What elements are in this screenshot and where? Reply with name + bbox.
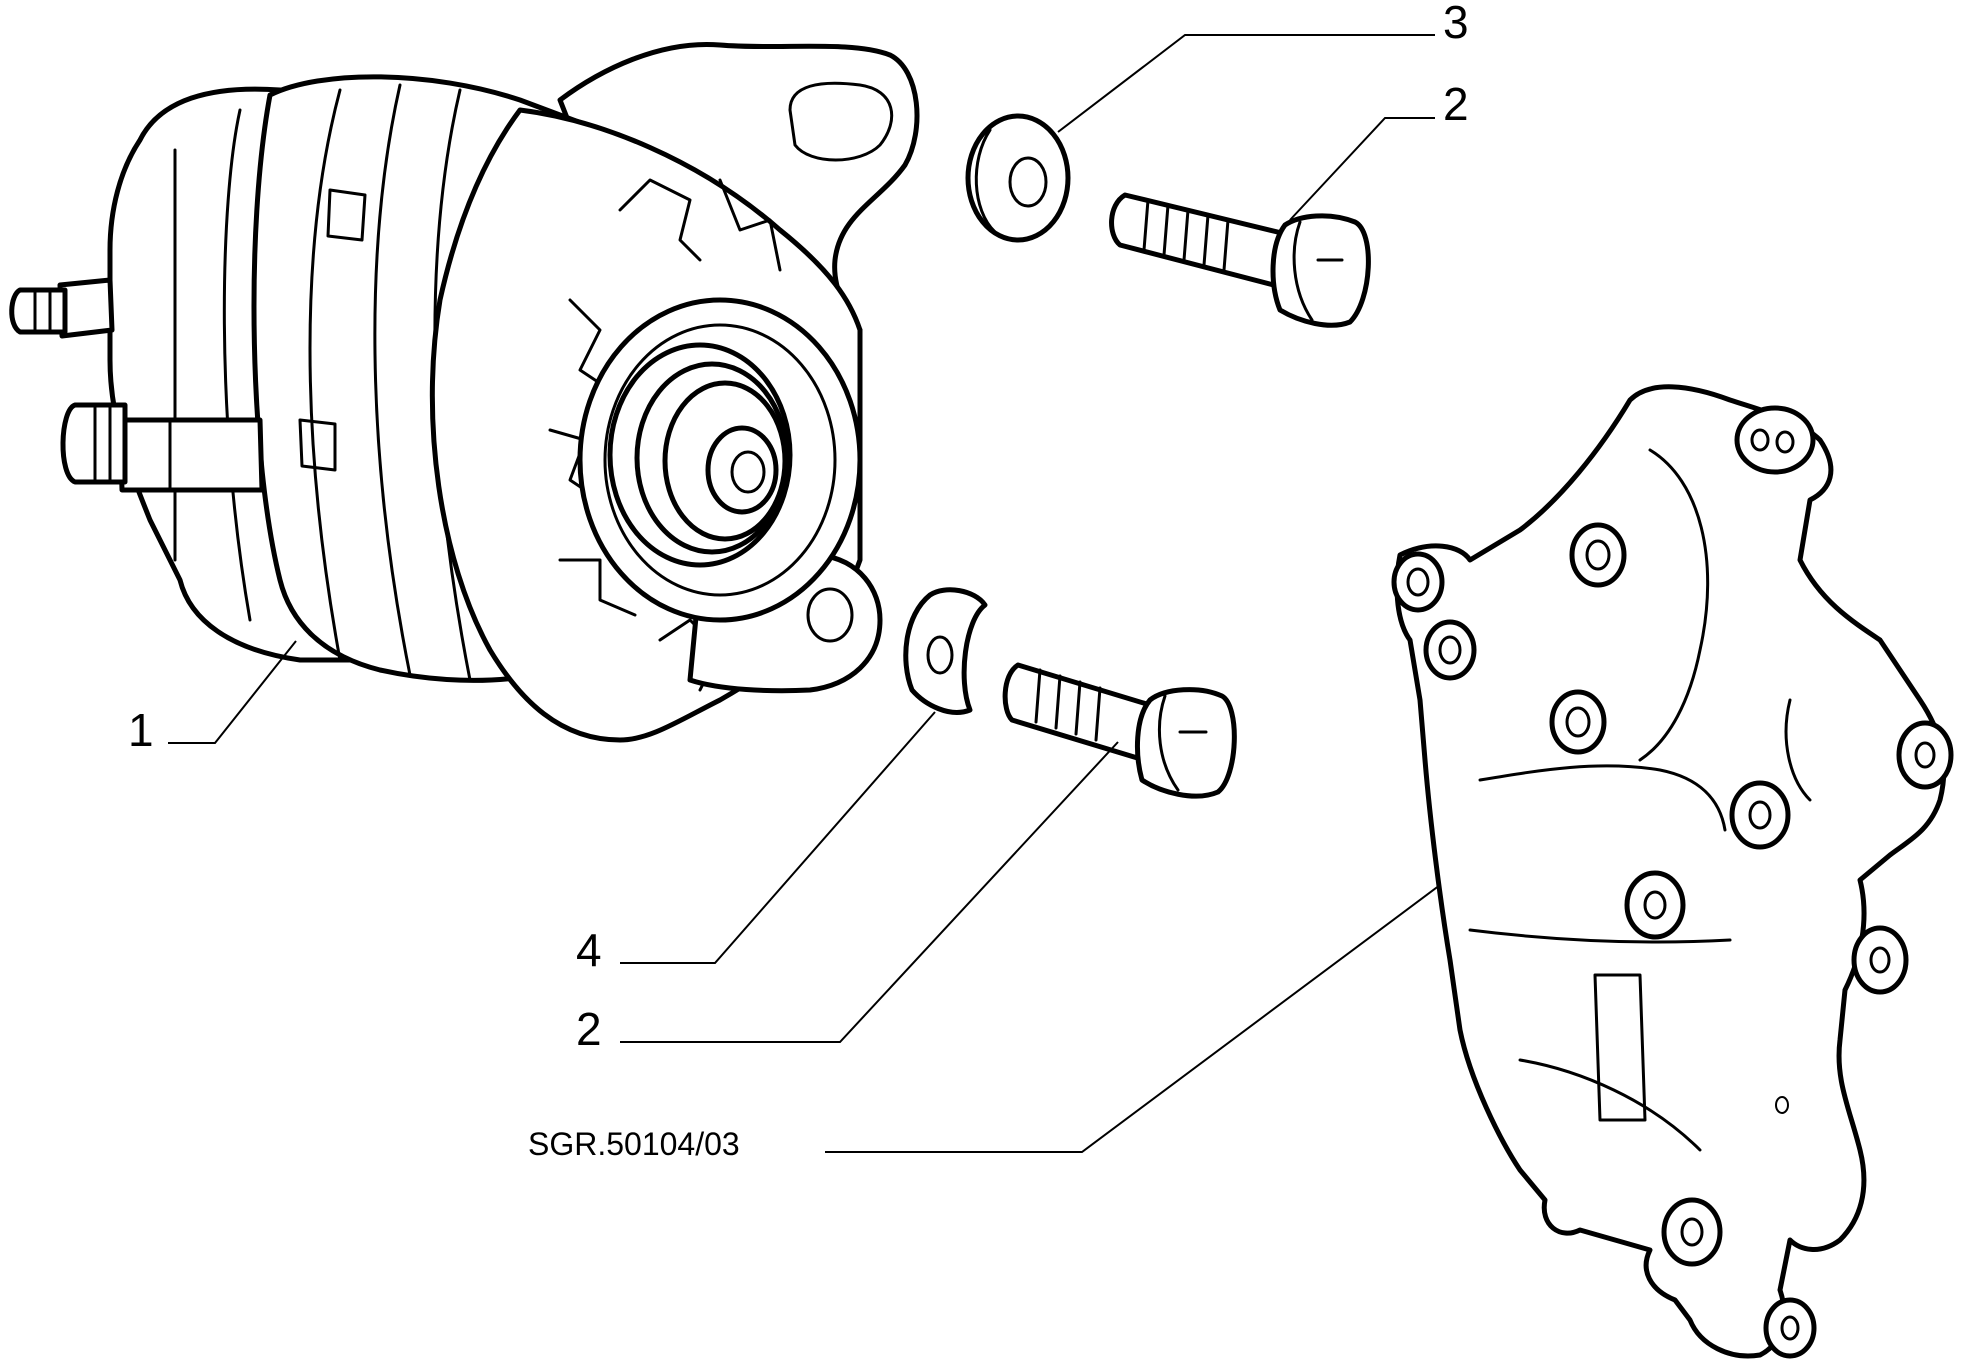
callout-2-upper: 2: [1443, 78, 1469, 130]
leader-lines: [168, 34, 1441, 1153]
spacer-hole: [926, 635, 954, 675]
bracket-boss-center: [1549, 689, 1607, 755]
cooling-fin-1: [618, 178, 702, 262]
leader-2-lower: [620, 741, 1119, 1043]
callout-2-lower: 2: [576, 1003, 602, 1055]
leader-3: [1057, 34, 1435, 133]
bracket-boss-left-mid: [1423, 619, 1477, 681]
callout-3: 3: [1443, 0, 1469, 48]
ear-slot: [788, 81, 894, 162]
callout-1: 1: [128, 704, 154, 756]
upper-bolt-head: [1270, 213, 1371, 328]
cooling-fin-6: [718, 178, 782, 272]
washer-inner: [1008, 156, 1048, 208]
lower-ear-hole: [806, 587, 854, 643]
upper-bolt: [1109, 192, 1371, 328]
bracket-boss-mid-right: [1729, 780, 1791, 850]
rear-housing-rib-2: [222, 108, 252, 622]
reference-code: SGR.50104/03: [528, 1126, 740, 1162]
callout-labels: 1 3 2 4 2 SGR.50104/03: [128, 0, 1469, 1162]
bracket-small-hole: [1775, 1096, 1789, 1114]
bracket-boss-top-right: [1734, 405, 1816, 475]
bracket-boss-upper-center: [1569, 522, 1627, 588]
lower-spacer: [903, 587, 988, 715]
bracket-body: [1394, 384, 1947, 1359]
stator-line-2: [373, 83, 412, 677]
bracket-boss-lower-left: [1624, 870, 1686, 940]
bracket-boss-bottom: [1763, 1297, 1817, 1359]
cooling-fin-2: [568, 298, 612, 392]
washer-outer: [965, 113, 1071, 243]
rear-terminal-lower: [60, 402, 265, 493]
alternator: [9, 41, 920, 743]
bracket-boss-bottom-left: [1661, 1197, 1723, 1267]
bracket-rib: [1784, 698, 1812, 802]
bracket-web-3: [1518, 1058, 1702, 1152]
bracket-web-1: [1478, 764, 1727, 832]
pulley-nut: [730, 450, 766, 494]
leader-4: [620, 711, 936, 964]
stator-tab-2: [298, 418, 337, 472]
cooling-fin-4: [558, 558, 637, 617]
stator-line-1: [308, 88, 342, 662]
bracket-boss-left-top: [1391, 551, 1445, 613]
pulley-hub: [705, 425, 779, 515]
bracket-slot: [1593, 973, 1647, 1122]
upper-bolt-shank: [1109, 192, 1295, 291]
bracket-web-2: [1468, 928, 1732, 944]
mounting-bracket: [1391, 384, 1954, 1359]
lower-bolt: [1002, 662, 1237, 799]
spacer-body: [903, 587, 988, 715]
callout-4: 4: [576, 924, 602, 976]
leader-2-upper: [1289, 117, 1435, 221]
lower-bolt-head: [1134, 687, 1237, 799]
bracket-inner-arc: [1638, 448, 1710, 762]
upper-washer: [965, 113, 1071, 243]
rear-terminal-upper: [9, 277, 115, 339]
stator-tab-1: [326, 188, 367, 242]
leader-reference: [825, 884, 1441, 1153]
leader-1: [168, 640, 297, 744]
bracket-boss-lower-right: [1851, 925, 1909, 995]
pulley-flange: [603, 323, 837, 597]
washer-edge: [974, 128, 997, 234]
bracket-boss-right: [1896, 720, 1954, 790]
